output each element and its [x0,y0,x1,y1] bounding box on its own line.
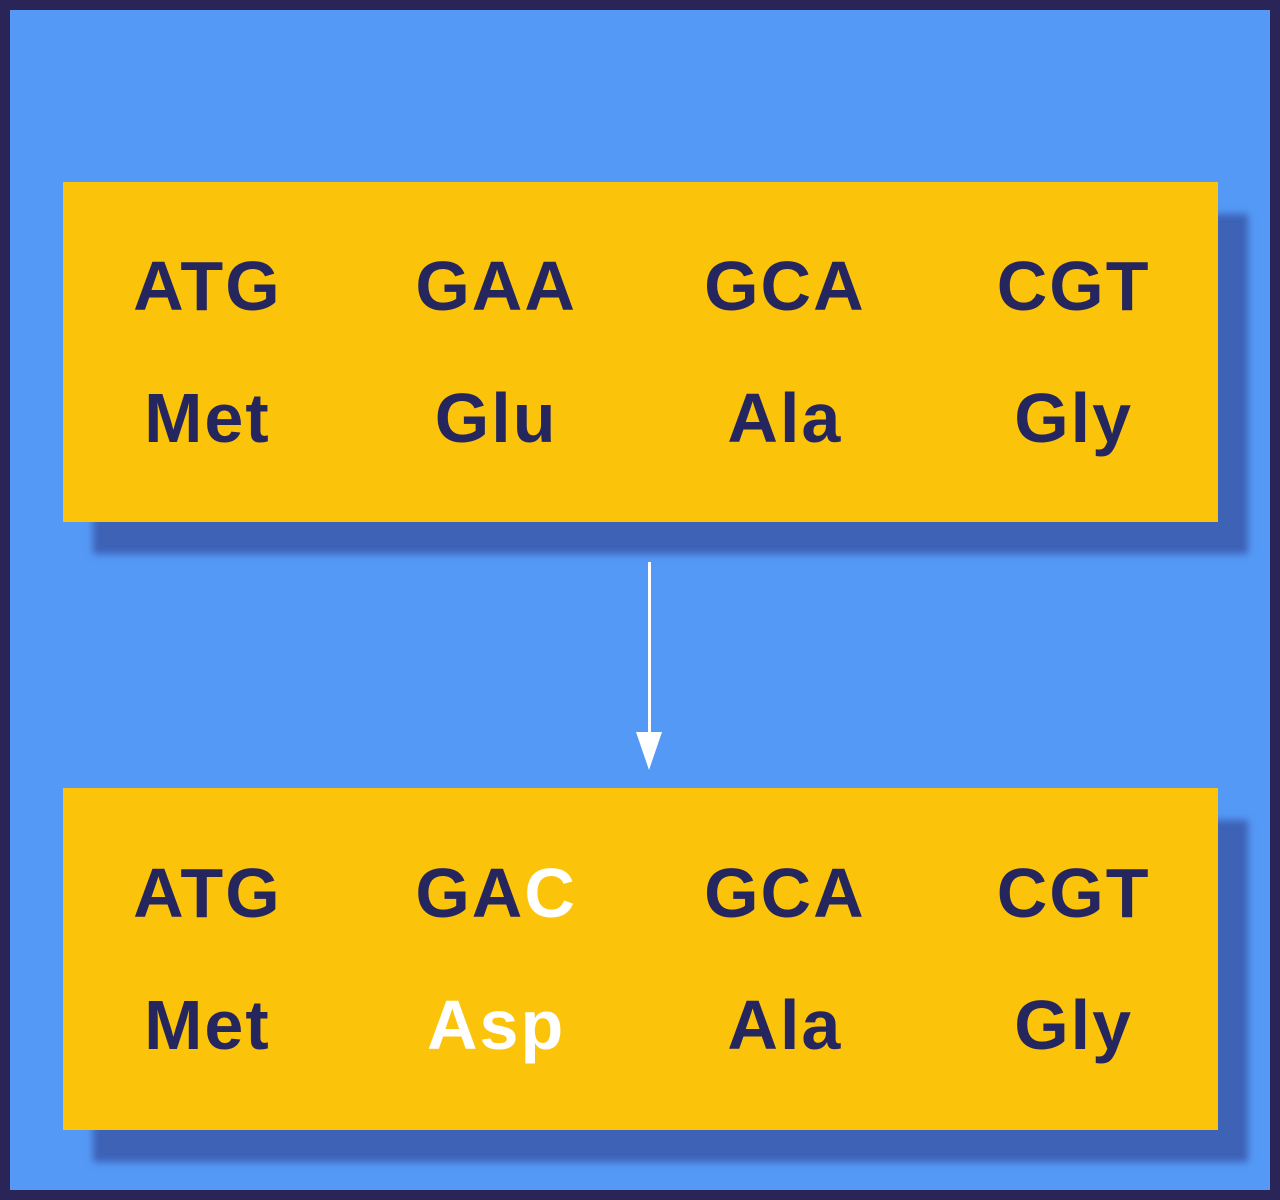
codon-text: GA [415,854,525,932]
mutation-arrow-icon [634,562,664,770]
amino-acid-cell: Asp [352,990,641,1060]
amino-acid-cell: Glu [434,378,558,457]
original-sequence-box: ATG GAA GCA CGT Met Glu Ala Gly [63,182,1218,522]
amino-acid-cell: Ala [641,990,930,1060]
arrow-head [636,732,662,770]
mutated-base-highlight: C [524,854,577,932]
arrow-shaft [647,562,651,732]
amino-acid-cell: Ala [727,378,843,457]
mutated-sequence-box: ATG GAC GCA CGT Met Asp Ala Gly [63,788,1218,1130]
codon-cell: CGT [929,858,1218,928]
codon-text: CGT [996,854,1151,932]
amino-acid-text: Met [144,986,271,1064]
original-amino-acid-row: Met Glu Ala Gly [63,383,1218,453]
original-codon-row: ATG GAA GCA CGT [63,251,1218,321]
codon-cell: GCA [641,858,930,928]
codon-cell: GCA [704,247,866,326]
mutated-amino-acid-highlight: Asp [427,986,566,1064]
codon-cell: GAC [352,858,641,928]
codon-cell: ATG [133,247,282,326]
codon-text: GCA [704,854,866,932]
amino-acid-text: Ala [727,986,843,1064]
codon-text: ATG [133,854,282,932]
amino-acid-cell: Gly [929,990,1218,1060]
amino-acid-cell: Gly [1014,378,1134,457]
codon-cell: CGT [996,247,1151,326]
codon-cell: ATG [63,858,352,928]
amino-acid-text: Gly [1014,986,1134,1064]
amino-acid-cell: Met [63,990,352,1060]
codon-cell: GAA [415,247,577,326]
mutated-amino-acid-row: Met Asp Ala Gly [63,990,1218,1060]
mutated-codon-row: ATG GAC GCA CGT [63,858,1218,928]
amino-acid-cell: Met [144,378,271,457]
